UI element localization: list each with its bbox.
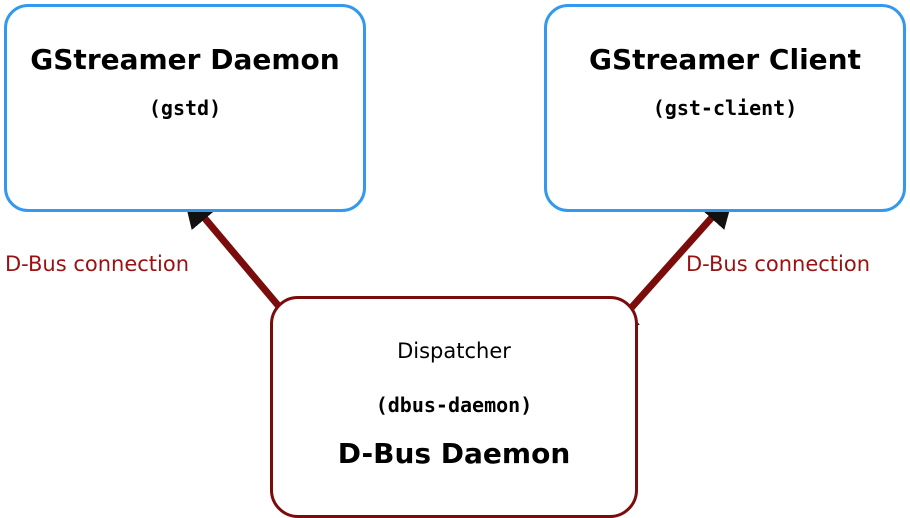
dbus-daemon-title: D-Bus Daemon [337,437,571,470]
gstreamer-client-box: GStreamer Client (gst-client) [544,4,906,212]
gstreamer-client-title: GStreamer Client [588,43,861,76]
gstreamer-daemon-title: GStreamer Daemon [30,43,340,76]
dbus-dispatcher-label: Dispatcher [397,339,511,363]
gstreamer-client-subtitle: (gst-client) [652,95,798,120]
dbus-daemon-subtitle: (dbus-daemon) [375,393,533,417]
left-dbus-connection-label: D-Bus connection [5,252,190,276]
gstreamer-daemon-subtitle: (gstd) [148,95,222,120]
gstreamer-daemon-box: GStreamer Daemon (gstd) [4,4,366,212]
dbus-daemon-box: Dispatcher (dbus-daemon) D-Bus Daemon [270,296,638,518]
right-dbus-connection-label: D-Bus connection [686,252,871,276]
